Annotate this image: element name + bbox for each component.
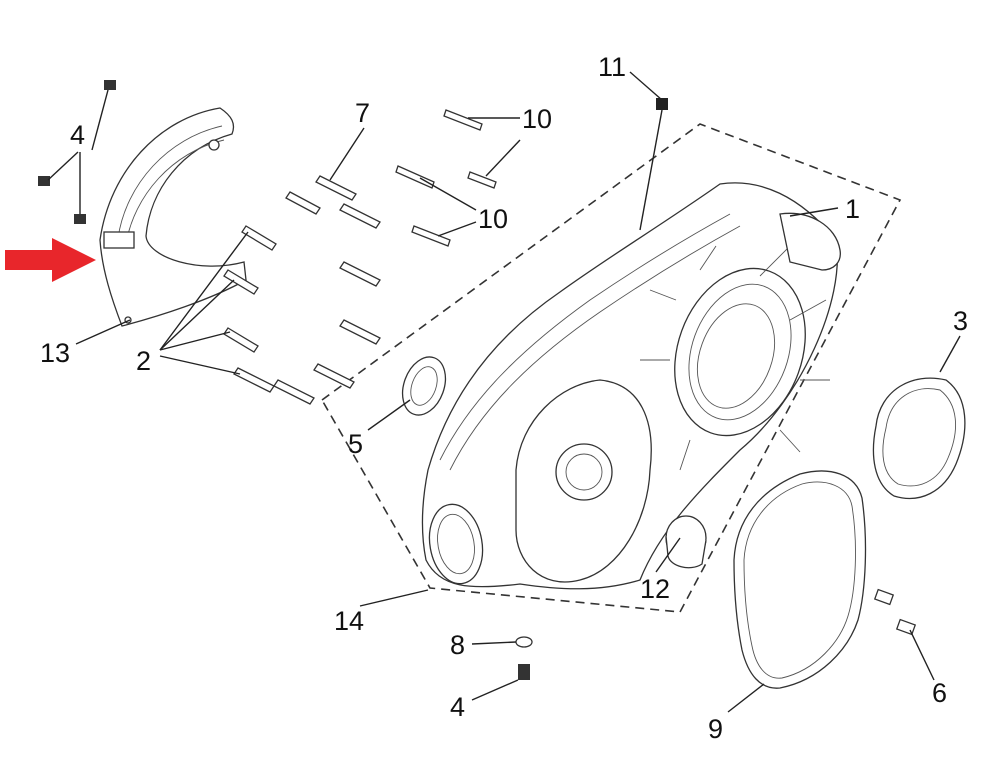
bolt-part-10-a <box>443 109 483 131</box>
part-1-main-cover <box>421 182 841 590</box>
part-5-oil-seal <box>401 356 447 416</box>
bolt-misc-a <box>285 191 321 215</box>
callout-2: 2 <box>136 346 151 376</box>
bolt-part-7 <box>315 175 357 201</box>
part-6-dowel-pins <box>873 588 917 636</box>
callout-3: 3 <box>953 306 968 336</box>
bolt-misc-c <box>339 261 381 287</box>
callout-12: 12 <box>640 574 670 604</box>
bolt-part-2-d <box>233 367 275 393</box>
bolt-part-10-c <box>395 165 435 189</box>
red-pointer-arrow <box>5 238 96 282</box>
callout-4-bottom: 4 <box>450 692 465 722</box>
bolt-part-4-top-b <box>38 176 50 186</box>
callout-11: 11 <box>598 52 626 82</box>
bolt-part-4-bottom <box>518 664 530 680</box>
callout-4-top: 4 <box>70 120 85 150</box>
bolt-part-2-a <box>241 225 277 251</box>
bolt-part-2-c <box>223 327 259 353</box>
part-11-plug <box>656 98 668 110</box>
bolts-group <box>38 80 530 680</box>
callout-6: 6 <box>932 678 947 708</box>
callout-9: 9 <box>708 714 723 744</box>
callout-1: 1 <box>845 194 860 224</box>
bolt-part-4-top-a <box>104 80 116 90</box>
part-9-large-gasket <box>733 470 867 689</box>
callout-8: 8 <box>450 630 465 660</box>
bolt-misc-e <box>313 363 355 389</box>
assembly-dashed-outline <box>320 123 902 613</box>
callout-10-lower: 10 <box>478 204 508 234</box>
callout-7: 7 <box>355 98 370 128</box>
bolt-part-4-top-c <box>74 214 86 224</box>
bolt-misc-d <box>339 319 381 345</box>
callout-13: 13 <box>40 338 70 368</box>
part-3-small-gasket <box>872 377 966 500</box>
part-8-washer <box>515 636 533 648</box>
bolt-part-10-b <box>467 171 497 189</box>
leader-lines <box>47 71 961 713</box>
part-13-shroud-plate <box>99 107 247 327</box>
bolt-misc-b <box>339 203 381 229</box>
callout-14: 14 <box>334 606 364 636</box>
callout-10-upper: 10 <box>522 104 552 134</box>
bolt-misc-f <box>273 379 315 405</box>
bolt-part-2-b <box>223 269 259 295</box>
bolt-part-10-d <box>411 225 451 247</box>
callout-5: 5 <box>348 429 363 459</box>
part-12-bushing <box>665 515 707 569</box>
